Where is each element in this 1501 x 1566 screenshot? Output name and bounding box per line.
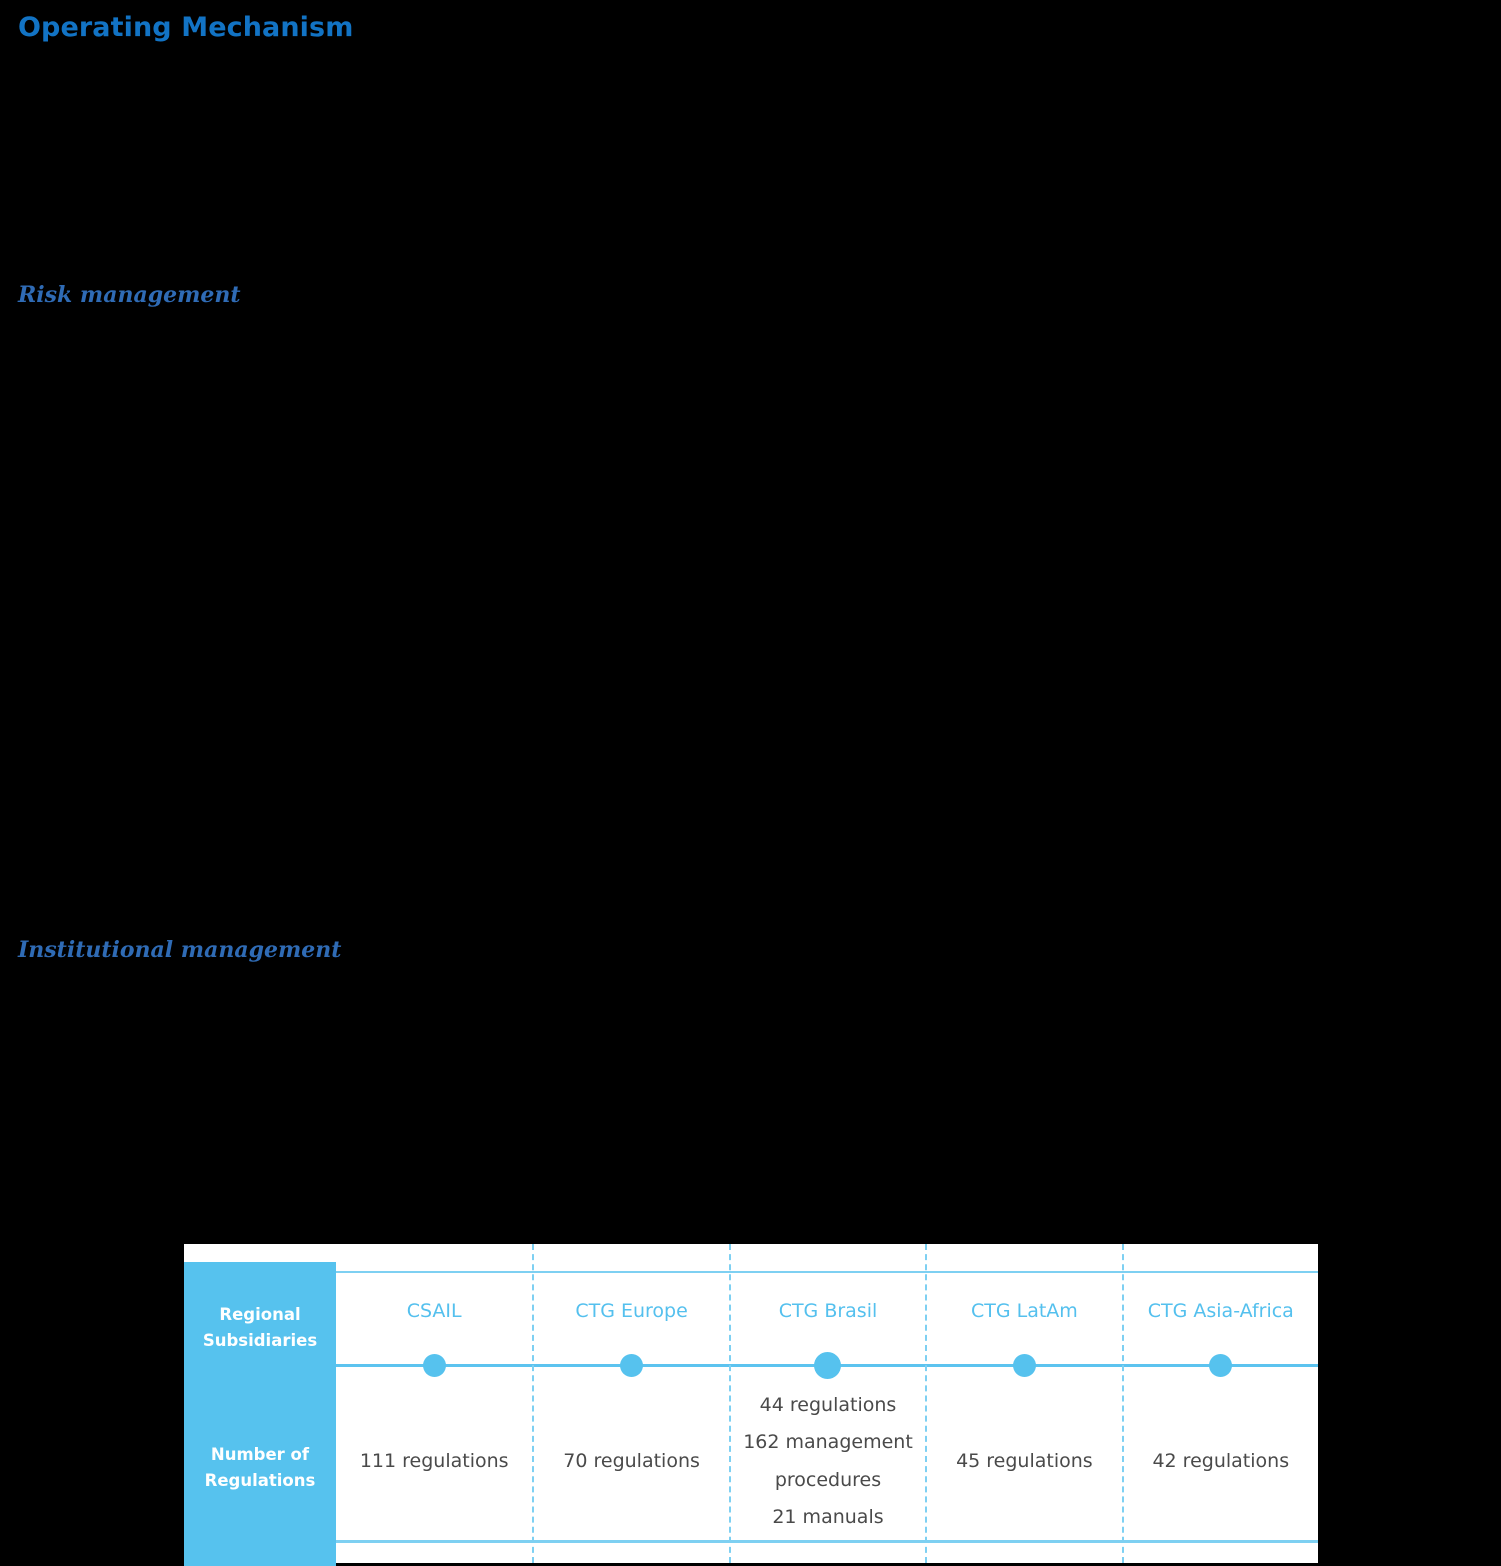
row-label-number-of-regulations-line1: Number of bbox=[210, 1445, 310, 1464]
column-value-line: 70 regulations bbox=[563, 1449, 700, 1472]
column-value-line: 44 regulations bbox=[759, 1394, 897, 1417]
page-title: Operating Mechanism bbox=[18, 12, 354, 43]
column-value-line: 42 regulations bbox=[1152, 1449, 1290, 1472]
column-value-line: 21 manuals bbox=[772, 1505, 884, 1528]
section-heading-risk-management: Risk management bbox=[18, 282, 241, 308]
column-value: 45 regulations bbox=[927, 1380, 1121, 1543]
table-column-csail: CSAIL 111 regulations bbox=[336, 1244, 532, 1563]
table-row-label-column: Regional Subsidiaries Number of Regulati… bbox=[184, 1262, 336, 1566]
timeline-dot-icon bbox=[814, 1352, 842, 1379]
regulations-table: Regional Subsidiaries Number of Regulati… bbox=[184, 1244, 1318, 1566]
row-label-regional-subsidiaries-line2: Subsidiaries bbox=[202, 1330, 318, 1350]
timeline-dot-icon bbox=[620, 1354, 644, 1377]
row-label-number-of-regulations-line2: Regulations bbox=[204, 1470, 316, 1490]
column-value-line: 45 regulations bbox=[956, 1449, 1093, 1472]
column-value-line: procedures bbox=[774, 1468, 882, 1491]
column-header: CTG Europe bbox=[575, 1300, 688, 1322]
column-header: CTG Asia-Africa bbox=[1147, 1300, 1294, 1322]
column-value: 111 regulations bbox=[336, 1380, 532, 1543]
table-column-ctg-latam: CTG LatAm 45 regulations bbox=[925, 1244, 1121, 1563]
table-column-ctg-asia-africa: CTG Asia-Africa 42 regulations bbox=[1121, 1244, 1318, 1563]
timeline-dot-icon bbox=[1209, 1354, 1233, 1377]
row-label-number-of-regulations: Number of Regulations bbox=[184, 1442, 336, 1493]
timeline-dot-icon bbox=[422, 1354, 446, 1377]
column-value-line: 162 management bbox=[743, 1431, 913, 1454]
table-top-rule bbox=[336, 1271, 1318, 1273]
row-label-regional-subsidiaries-line1: Regional bbox=[219, 1305, 301, 1324]
column-value: 44 regulations 162 management procedures 21… bbox=[731, 1380, 925, 1543]
column-header: CTG Brasil bbox=[778, 1300, 878, 1322]
column-value: 42 regulations bbox=[1124, 1380, 1318, 1543]
column-header: CTG LatAm bbox=[970, 1300, 1078, 1322]
column-value: 70 regulations bbox=[534, 1380, 728, 1543]
column-header: CSAIL bbox=[406, 1300, 462, 1322]
column-value-line: 111 regulations bbox=[359, 1449, 509, 1472]
table-data-area: CSAIL 111 regulations CTG Europe 70 regulat… bbox=[336, 1244, 1318, 1563]
table-bottom-rule bbox=[336, 1540, 1318, 1543]
timeline-dot-icon bbox=[1012, 1354, 1036, 1377]
row-label-regional-subsidiaries: Regional Subsidiaries bbox=[184, 1302, 336, 1353]
table-column-ctg-europe: CTG Europe 70 regulations bbox=[532, 1244, 728, 1563]
table-column-ctg-brasil: CTG Brasil 44 regulations 162 management pr… bbox=[728, 1244, 925, 1563]
section-heading-institutional-management: Institutional management bbox=[18, 937, 342, 963]
